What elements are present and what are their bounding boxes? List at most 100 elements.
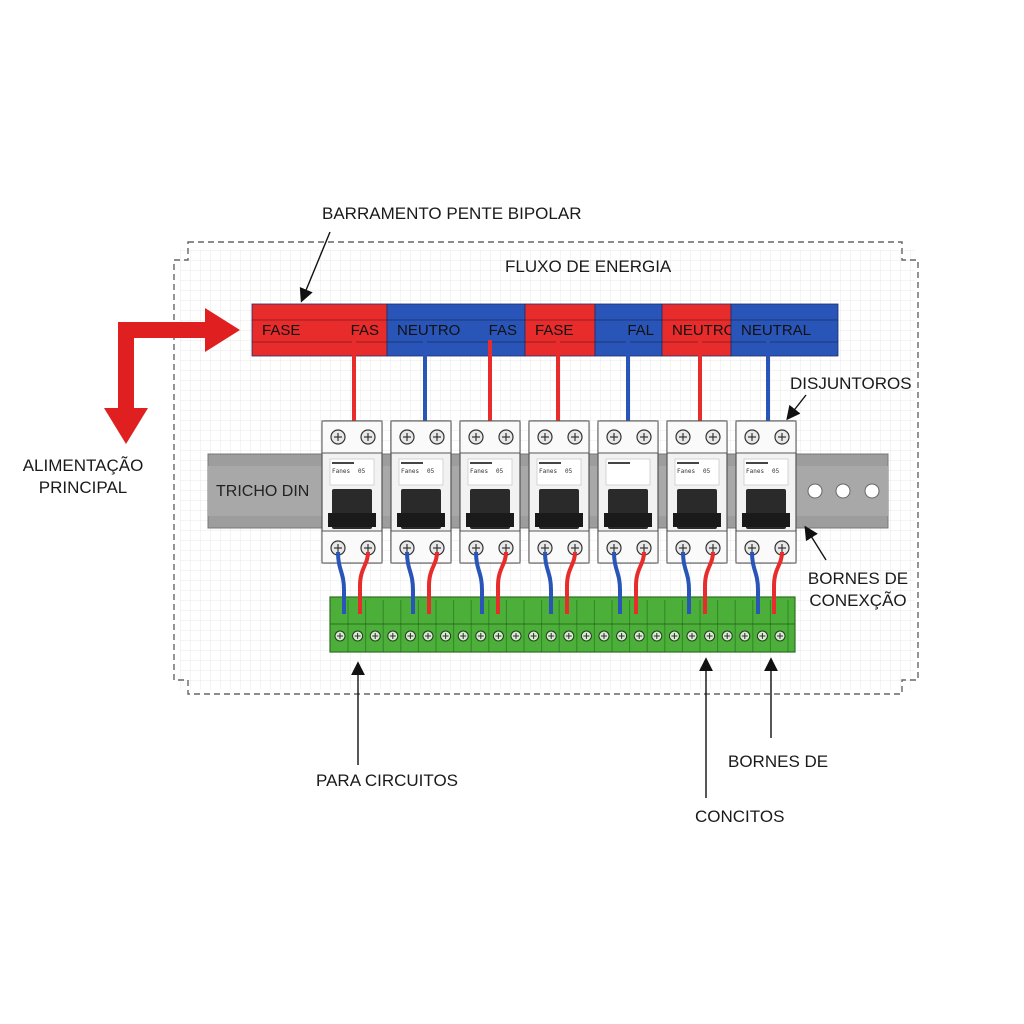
screw-icon xyxy=(744,540,760,556)
screw-icon xyxy=(675,540,691,556)
busbar-segment-label: NEUTRO xyxy=(672,322,735,339)
circuit-breaker[interactable]: Fanes 05 xyxy=(666,420,728,564)
screw-icon xyxy=(387,630,399,642)
screw-icon xyxy=(475,630,487,642)
screw-icon xyxy=(498,429,514,445)
output-wires xyxy=(336,551,784,614)
screw-icon xyxy=(616,630,628,642)
breaker-code: 05 xyxy=(703,468,711,475)
screw-icon xyxy=(334,630,346,642)
screw-icon xyxy=(704,630,716,642)
circuit-breaker[interactable] xyxy=(597,420,659,564)
screw-icon xyxy=(352,630,364,642)
screw-icon xyxy=(399,429,415,445)
breaker-brand: Fanes xyxy=(332,468,350,475)
screw-icon xyxy=(404,630,416,642)
screw-icon xyxy=(636,429,652,445)
phase-wire xyxy=(496,551,508,614)
arrow-down-icon xyxy=(104,408,148,444)
screw-icon xyxy=(468,429,484,445)
breaker-brand: Fanes xyxy=(677,468,695,475)
screw-icon xyxy=(440,630,452,642)
screw-icon xyxy=(567,429,583,445)
neutral-wire xyxy=(336,551,346,614)
breaker-code: 05 xyxy=(496,468,504,475)
busbar-segment-label: FASE xyxy=(535,322,573,339)
screw-icon xyxy=(429,429,445,445)
screw-icon xyxy=(492,630,504,642)
phase-wire xyxy=(358,551,370,614)
screw-icon xyxy=(606,429,622,445)
terminals-bottom-label: BORNES DE xyxy=(728,752,829,771)
breaker-code: 05 xyxy=(565,468,573,475)
screw-icon xyxy=(369,630,381,642)
screw-icon xyxy=(705,540,721,556)
breakers-label: DISJUNTOROS xyxy=(790,374,912,393)
phase-wire xyxy=(772,551,784,614)
screw-icon xyxy=(545,630,557,642)
busbar-segment: NEUTRO xyxy=(661,303,735,357)
screw-icon xyxy=(705,429,721,445)
to-circuits-label: PARA CIRCUITOS xyxy=(316,771,459,790)
screw-icon xyxy=(598,630,610,642)
screw-icon xyxy=(563,630,575,642)
screw-icon xyxy=(721,630,733,642)
leader-lines xyxy=(299,231,827,798)
busbar-segment-label: NEUTRAL xyxy=(741,322,811,339)
breaker-brand: Fanes xyxy=(401,468,419,475)
din-rail-label: TRICHO DIN xyxy=(216,483,309,500)
arrow-right-icon xyxy=(118,308,240,410)
busbar-segment-label: NEUTRO xyxy=(397,322,460,339)
screw-icon xyxy=(675,429,691,445)
main-supply-arrow xyxy=(104,308,240,444)
phase-wire xyxy=(634,551,646,614)
screw-icon xyxy=(429,540,445,556)
terminal-block xyxy=(329,596,796,653)
phase-wire xyxy=(565,551,577,614)
screw-icon xyxy=(739,630,751,642)
breaker-row: Fanes 05 Fanes 05 Fanes 05 Fanes 05 Fanes 05 Fanes… xyxy=(321,420,797,564)
screw-icon xyxy=(744,429,760,445)
main-supply-label: ALIMENTAÇÃO PRINCIPAL xyxy=(22,456,144,497)
breaker-brand: Fanes xyxy=(470,468,488,475)
breaker-brand: Fanes xyxy=(746,468,764,475)
circuits-bottom-label: CONCITOS xyxy=(695,807,785,826)
breaker-brand: Fanes xyxy=(539,468,557,475)
screw-icon xyxy=(510,630,522,642)
neutral-wire xyxy=(681,551,691,614)
breaker-code: 05 xyxy=(427,468,435,475)
screw-icon xyxy=(528,630,540,642)
neutral-wire xyxy=(750,551,760,614)
busbar-label: BARRAMENTO PENTE BIPOLAR xyxy=(322,204,582,223)
screw-icon xyxy=(774,429,790,445)
busbar-segment: NEUTRAL xyxy=(730,303,839,357)
phase-wire xyxy=(703,551,715,614)
busbar-segment: NEUTRO FAS xyxy=(386,303,526,357)
circuit-breaker[interactable]: Fanes 05 xyxy=(390,420,452,564)
screw-icon xyxy=(651,630,663,642)
screw-icon xyxy=(756,630,768,642)
neutral-wire xyxy=(474,551,484,614)
circuit-breaker[interactable]: Fanes 05 xyxy=(321,420,383,564)
screw-icon xyxy=(537,429,553,445)
circuit-breaker[interactable]: Fanes 05 xyxy=(528,420,590,564)
screw-icon xyxy=(580,630,592,642)
screw-icon xyxy=(457,630,469,642)
energy-flow-label: FLUXO DE ENERGIA xyxy=(505,257,672,276)
busbar-segment-label: FAS xyxy=(489,322,517,339)
breaker-code: 05 xyxy=(358,468,366,475)
screw-icon xyxy=(498,540,514,556)
screw-icon xyxy=(686,630,698,642)
screw-icon xyxy=(774,540,790,556)
busbar-segment-label: FASE xyxy=(262,322,300,339)
screw-icon xyxy=(360,429,376,445)
screw-icon xyxy=(422,630,434,642)
busbar-wires xyxy=(352,340,770,432)
circuit-breaker[interactable]: Fanes 05 xyxy=(459,420,521,564)
screw-icon xyxy=(468,540,484,556)
neutral-wire xyxy=(543,551,553,614)
neutral-wire xyxy=(405,551,415,614)
